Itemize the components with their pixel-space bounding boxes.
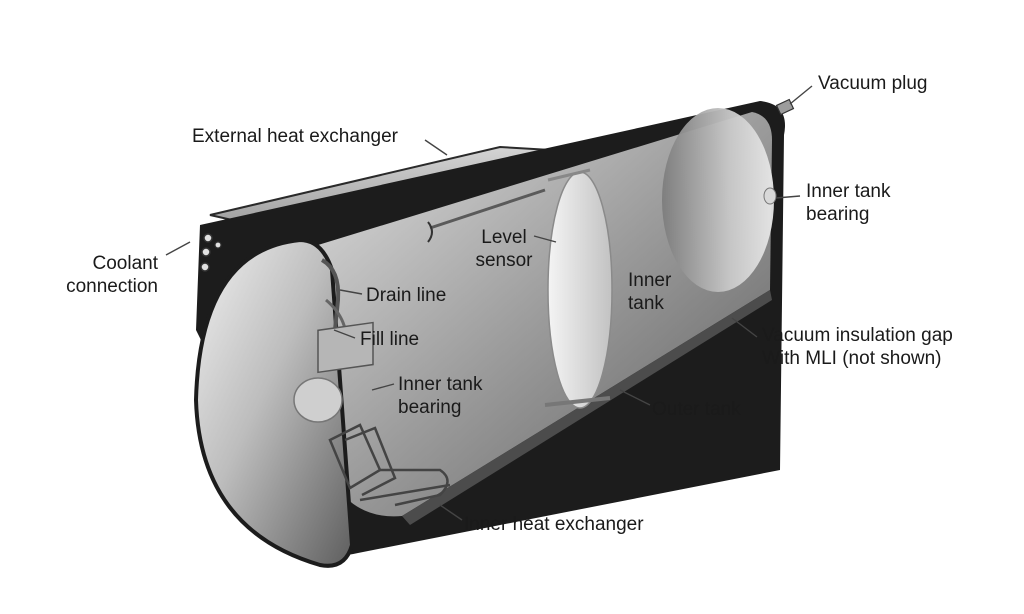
- leader-vacuum-insulation-gap: [731, 317, 758, 338]
- left-end-cap: [193, 237, 355, 568]
- leader-outer-tank: [619, 389, 651, 406]
- inner-heat-exchanger-coils: [328, 423, 451, 507]
- label-inner-heat-exchanger: Inner heat exchanger: [464, 514, 644, 535]
- label-external-heat-exchanger: External heat exchanger: [192, 126, 398, 147]
- leader-inner-heat-exchanger: [439, 504, 463, 521]
- leader-lines: [165, 85, 813, 521]
- label-inner-tank-bearing-right: Inner tank bearing: [806, 181, 891, 225]
- leader-level-sensor: [533, 235, 557, 243]
- leader-coolant-connection: [165, 241, 191, 256]
- label-vacuum-insulation-gap: Vacuum insulation gap With MLI (not show…: [762, 325, 953, 369]
- label-inner-tank: Inner tank: [628, 270, 672, 314]
- label-outer-tank: Outer tank: [652, 399, 741, 420]
- leader-inner-tank-bearing-right: [775, 195, 801, 199]
- leader-drain-line: [339, 289, 363, 295]
- leader-external-heat-exchanger: [424, 139, 448, 156]
- inner-tank-bearing-bracket: [317, 321, 374, 374]
- label-fill-line: Fill line: [360, 329, 420, 350]
- vacuum-plug-fitting: [775, 98, 795, 116]
- inner-tank-bearing-right-hub: [763, 187, 777, 205]
- bulkhead-disc: [544, 168, 613, 409]
- inner-tank-shape: [310, 108, 774, 525]
- label-level-sensor: Level sensor: [475, 227, 533, 271]
- label-inner-tank-bearing-left: Inner tank bearing: [398, 374, 483, 418]
- level-sensor-rod: [427, 188, 546, 243]
- leader-fill-line: [333, 329, 356, 339]
- label-drain-line: Drain line: [366, 285, 447, 306]
- leader-inner-tank-bearing-left: [371, 383, 395, 391]
- label-coolant-connection: Coolant connection: [66, 253, 158, 297]
- leader-vacuum-plug: [789, 85, 813, 105]
- label-vacuum-plug: Vacuum plug: [818, 73, 928, 94]
- coolant-connection-pipes: [200, 233, 222, 272]
